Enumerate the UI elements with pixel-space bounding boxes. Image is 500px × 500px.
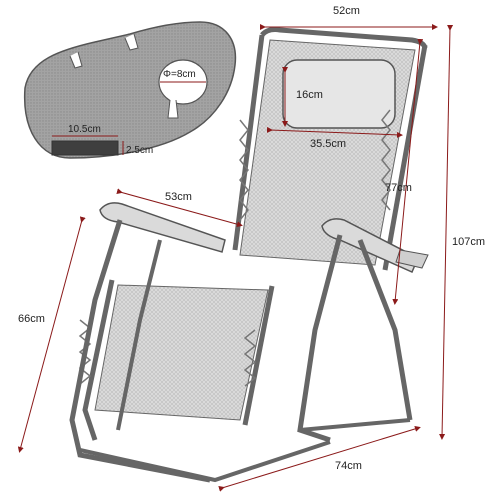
cup-holder-tray (23, 21, 237, 159)
label-headrest-width: 35.5cm (310, 138, 347, 150)
label-base-depth: 74cm (335, 460, 362, 472)
label-top-width: 52cm (333, 5, 360, 17)
label-total-height: 107cm (452, 236, 486, 248)
dim-seat-depth-line (116, 188, 243, 228)
dimension-lines (17, 24, 454, 492)
tray-slot (51, 140, 119, 156)
label-seat-depth: 53cm (165, 191, 192, 203)
dim-headrest-width-line (266, 126, 403, 138)
label-slot-height: 2.5cm (126, 145, 154, 156)
dim-base-depth-line (218, 426, 421, 492)
label-cup-diameter: Φ=8cm (163, 69, 196, 80)
label-slot-width: 10.5cm (68, 124, 101, 135)
label-back-length: 77cm (385, 182, 412, 194)
dim-back-length-line (392, 38, 424, 305)
label-seat-height: 66cm (18, 313, 45, 325)
dim-total-height-line (439, 24, 454, 440)
dim-seat-height-line (17, 216, 86, 453)
label-headrest-height: 16cm (296, 89, 323, 101)
